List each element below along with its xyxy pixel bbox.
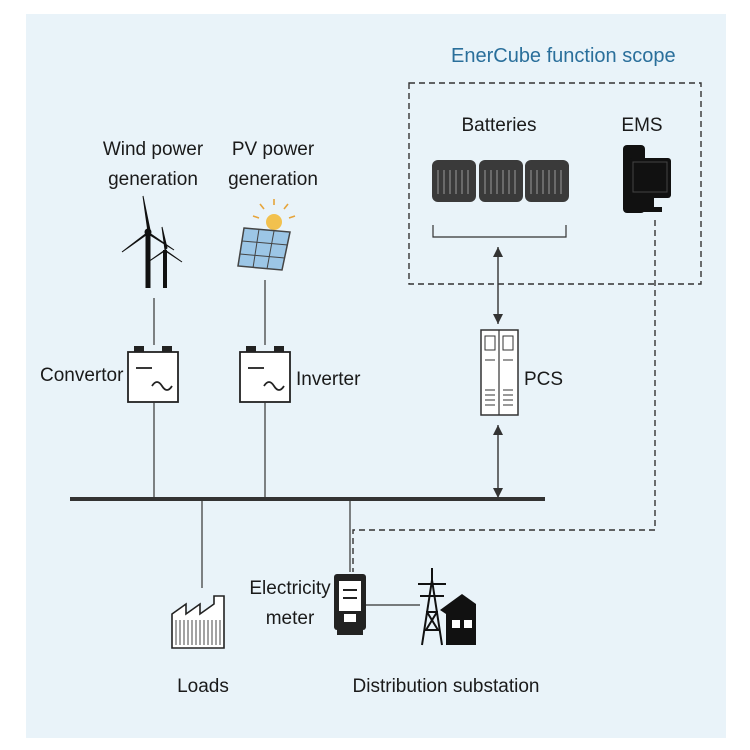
electricity-meter-icon bbox=[334, 574, 366, 635]
ems-computer-icon bbox=[623, 145, 671, 213]
pcs-label: PCS bbox=[524, 369, 564, 390]
wind-label-line1: Wind power bbox=[102, 139, 204, 160]
batteries-label: Batteries bbox=[461, 115, 537, 136]
factory-icon bbox=[171, 595, 225, 649]
pv-label-line1: PV power bbox=[231, 139, 315, 160]
house-icon bbox=[440, 594, 476, 645]
meter-label-line2: meter bbox=[265, 608, 315, 629]
inverter-label: Inverter bbox=[296, 369, 361, 390]
pcs-bus-arrow bbox=[493, 425, 503, 498]
pv-panel-icon bbox=[237, 199, 296, 271]
meter-label-line1: Electricity bbox=[249, 578, 331, 599]
loads-label: Loads bbox=[177, 676, 229, 697]
battery-bracket bbox=[432, 225, 567, 238]
ems-meter-dashed-link bbox=[352, 220, 656, 572]
convertor-label: Convertor bbox=[40, 365, 124, 386]
wind-label-line2: generation bbox=[108, 169, 198, 190]
pv-label-line2: generation bbox=[228, 169, 318, 190]
inverter-icon bbox=[239, 346, 291, 403]
enercube-scope-box bbox=[408, 82, 702, 285]
convertor-icon bbox=[127, 346, 179, 403]
wind-turbine-icon bbox=[121, 195, 183, 288]
battery-pcs-arrow bbox=[493, 247, 503, 324]
ems-label: EMS bbox=[621, 115, 663, 136]
substation-label: Distribution substation bbox=[352, 676, 540, 697]
battery-icon bbox=[432, 160, 569, 202]
enercube-scope-title: EnerCube function scope bbox=[451, 45, 676, 67]
transmission-tower-icon bbox=[418, 568, 446, 646]
pcs-cabinet-icon bbox=[480, 329, 519, 416]
